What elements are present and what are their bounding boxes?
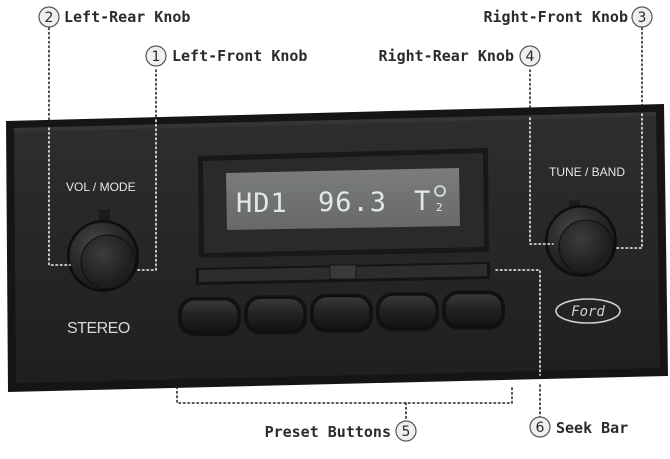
callout-label-right-rear: Right-Rear Knob <box>379 47 514 65</box>
svg-text:2: 2 <box>436 201 443 214</box>
preset-button-1[interactable] <box>180 299 239 334</box>
preset-button-2[interactable] <box>246 297 305 332</box>
callout-number: 5 <box>402 424 411 440</box>
right-knob[interactable] <box>545 195 617 277</box>
callout-number-circle <box>145 45 167 67</box>
callout-label-preset-buttons: Preset Buttons <box>265 423 391 441</box>
display-mode-text: HD1 <box>236 188 288 219</box>
tune-band-label: TUNE / BAND <box>549 165 625 179</box>
ford-logo: Ford <box>555 298 621 324</box>
callout-4: 4 Right-Rear Knob <box>379 45 541 67</box>
callout-number: 4 <box>526 49 535 65</box>
callout-1: 1 Left-Front Knob <box>145 45 307 67</box>
vol-mode-label: VOL / MODE <box>66 180 136 194</box>
callout-number-circle <box>395 420 417 442</box>
left-knob[interactable] <box>67 204 139 292</box>
display-tuner-text: T <box>414 186 431 217</box>
callout-number: 1 <box>152 49 161 65</box>
leader-lines <box>48 27 643 423</box>
seek-bar-center[interactable] <box>329 264 357 280</box>
ford-logo-text: Ford <box>571 304 605 320</box>
callout-number-circle <box>519 45 541 67</box>
callout-5: 5 Preset Buttons <box>265 420 417 442</box>
preset-button-3[interactable] <box>312 296 371 331</box>
callout-label-left-rear: Left-Rear Knob <box>64 8 190 26</box>
lcd-screen <box>226 168 460 230</box>
display-frequency-text: 96.3 <box>318 187 387 218</box>
preset-button-5[interactable] <box>444 293 503 328</box>
preset-button-4[interactable] <box>378 294 437 329</box>
callout-6: 6 Seek Bar <box>529 416 628 438</box>
callout-label-right-front: Right-Front Knob <box>484 8 629 26</box>
callout-label-left-front: Left-Front Knob <box>172 47 307 65</box>
callout-number-circle <box>529 416 551 438</box>
hd-channel-icon: 2 <box>434 185 446 214</box>
callout-3: 3 Right-Front Knob <box>484 6 653 28</box>
callout-number-circle <box>38 6 60 28</box>
callout-label-seek-bar: Seek Bar <box>556 419 628 437</box>
stereo-label: STEREO <box>67 320 130 337</box>
callout-2: 2 Left-Rear Knob <box>38 6 190 28</box>
preset-buttons <box>178 290 505 336</box>
seek-bar[interactable] <box>196 262 490 285</box>
display-panel: HD1 96.3 T 2 <box>198 148 489 258</box>
callout-number: 6 <box>536 420 545 436</box>
callout-number: 3 <box>638 10 647 26</box>
callout-number: 2 <box>45 10 54 26</box>
callout-number-circle <box>631 6 653 28</box>
